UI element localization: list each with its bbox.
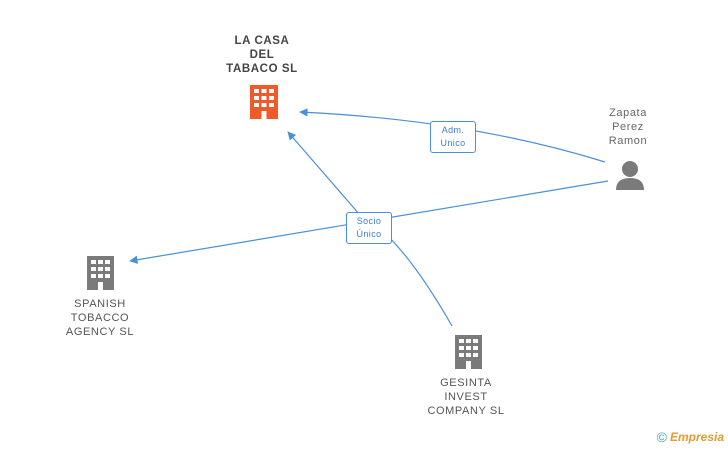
person-icon[interactable] <box>616 161 644 190</box>
building-icon-spanish[interactable] <box>87 256 114 290</box>
node-label-main-company[interactable]: LA CASA DEL TABACO SL <box>226 35 298 75</box>
footer-brand: © Empresia <box>657 429 724 445</box>
node-label-spanish-tobacco[interactable]: SPANISH TOBACCO AGENCY SL <box>65 298 135 338</box>
brand-logo: Empresia <box>669 430 724 444</box>
edge-label-socio-unico: Socio Único <box>346 212 392 244</box>
building-icon-gesinta[interactable] <box>455 335 482 369</box>
copyright-icon: © <box>656 429 667 445</box>
building-icon-main[interactable] <box>250 85 278 119</box>
node-label-person[interactable]: Zapata Perez Ramon <box>608 107 648 147</box>
node-label-gesinta[interactable]: GESINTA INVEST COMPANY SL <box>427 377 505 417</box>
edge-label-adm-unico: Adm. Unico <box>430 121 476 153</box>
